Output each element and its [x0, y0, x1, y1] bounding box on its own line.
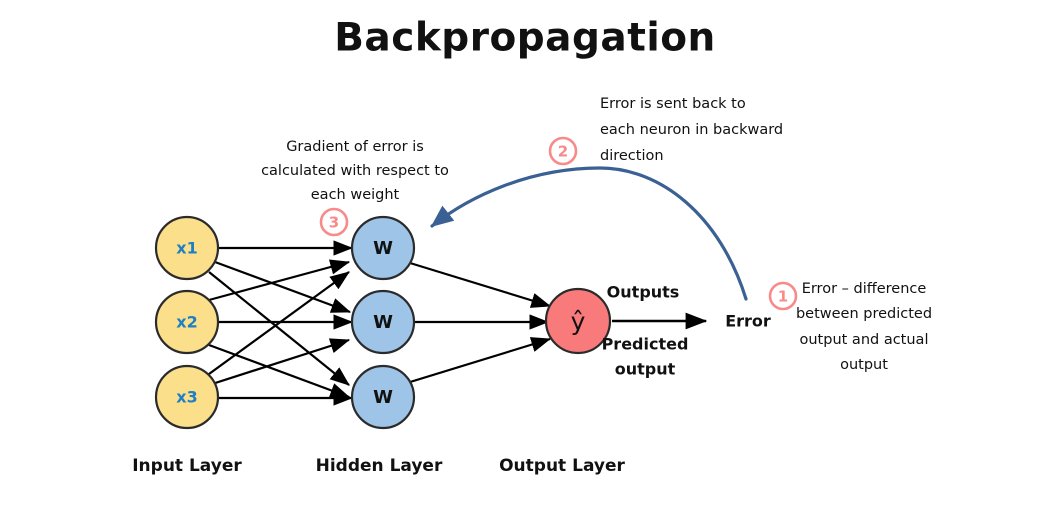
input-node-x2[interactable]: x2	[154, 289, 220, 355]
annotation-2-line-2: each neuron in backward	[600, 122, 783, 138]
predicted-output-label-line2: output	[615, 360, 676, 379]
input-node-x1-label: x1	[176, 239, 197, 258]
edge-x1-w2	[214, 260, 352, 314]
badge-2[interactable]: 2	[548, 136, 578, 166]
hidden-node-w3-label: W	[373, 387, 393, 408]
annotation-1: Error – difference between predicted out…	[768, 281, 932, 373]
input-node-x3[interactable]: x3	[154, 364, 220, 430]
output-node-yhat-circle[interactable]	[544, 287, 612, 355]
annotation-2: Error is sent back to each neuron in bac…	[548, 96, 783, 166]
input-layer-label: Input Layer	[132, 456, 242, 476]
annotation-2-line-1: Error is sent back to	[600, 96, 746, 112]
input-node-x2-circle[interactable]	[154, 289, 220, 355]
badge-1[interactable]: 1	[768, 281, 798, 311]
hidden-node-w1[interactable]: W	[350, 215, 416, 281]
hidden-node-w1-label: W	[373, 238, 393, 259]
hidden-output-edges	[409, 261, 552, 384]
annotation-3-line-1: Gradient of error is	[286, 139, 424, 155]
hidden-layer-label: Hidden Layer	[316, 456, 443, 476]
badge-3[interactable]: 3	[319, 207, 349, 237]
edge-w1-yhat	[409, 261, 552, 308]
input-layer-group: x1 x2 x3	[154, 215, 220, 430]
hidden-node-w2-label: W	[373, 312, 393, 333]
annotation-1-line-1: Error – difference	[802, 281, 927, 297]
input-node-x1[interactable]: x1	[154, 215, 220, 281]
badge-3-number: 3	[329, 214, 339, 232]
hidden-layer-group: W W W	[350, 215, 416, 430]
hidden-node-w3-circle[interactable]	[350, 364, 416, 430]
outputs-label: Outputs	[607, 283, 680, 302]
hidden-node-w2[interactable]: W	[350, 289, 416, 355]
predicted-output-label-line1: Predicted	[602, 335, 689, 354]
output-node-yhat[interactable]: ŷ	[544, 287, 612, 355]
error-label: Error	[725, 312, 771, 331]
badge-2-circle[interactable]	[548, 136, 578, 166]
annotation-1-line-3: output and actual	[800, 332, 929, 348]
hidden-node-w2-circle[interactable]	[350, 289, 416, 355]
hidden-node-w1-circle[interactable]	[350, 215, 416, 281]
hidden-node-w3[interactable]: W	[350, 364, 416, 430]
input-node-x2-label: x2	[176, 313, 197, 332]
input-hidden-edges	[208, 240, 354, 406]
edge-w3-yhat	[409, 337, 552, 384]
annotation-2-line-3: direction	[600, 148, 664, 164]
annotation-1-line-4: output	[840, 357, 888, 373]
output-layer-label: Output Layer	[499, 456, 625, 476]
edge-x2-w1	[208, 259, 351, 302]
badge-1-circle[interactable]	[768, 281, 798, 311]
annotation-3-line-2: calculated with respect to	[261, 163, 449, 179]
badge-2-number: 2	[558, 143, 568, 161]
annotation-3-line-3: each weight	[311, 187, 400, 203]
input-node-x3-circle[interactable]	[154, 364, 220, 430]
edge-x1-w3	[208, 271, 350, 386]
input-node-x1-circle[interactable]	[154, 215, 220, 281]
output-node-yhat-label: ŷ	[571, 307, 586, 336]
edge-x2-w3	[208, 343, 351, 399]
annotation-1-line-2: between predicted	[796, 306, 932, 322]
page-title: Backpropagation	[334, 16, 716, 61]
edge-x3-w2	[208, 338, 351, 387]
badge-1-number: 1	[778, 288, 788, 306]
badge-3-circle[interactable]	[319, 207, 349, 237]
input-node-x3-label: x3	[176, 388, 197, 407]
edge-x3-w1	[208, 271, 350, 375]
annotation-3: Gradient of error is calculated with res…	[261, 139, 449, 237]
backward-error-arrow	[430, 166, 748, 301]
